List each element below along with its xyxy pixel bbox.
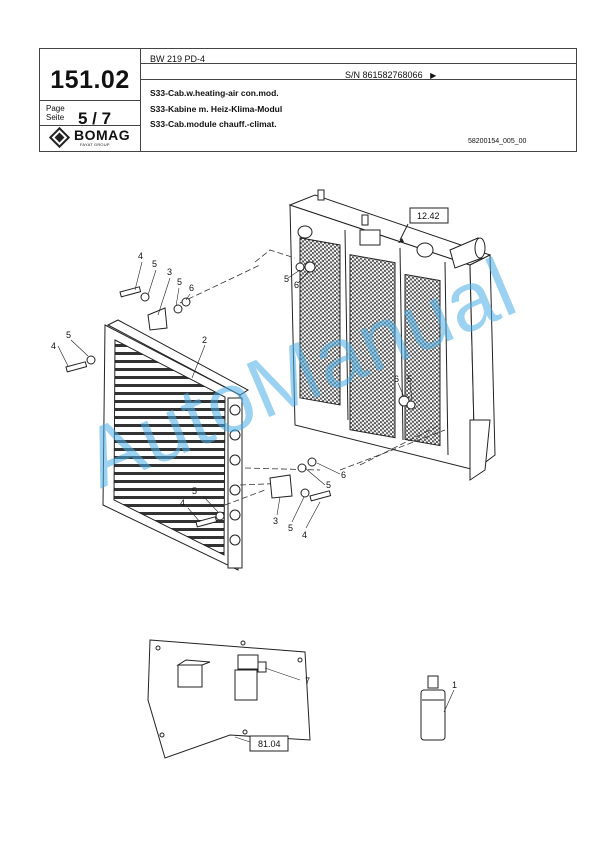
callout-5: 5 [192, 486, 197, 496]
callout-4: 4 [138, 251, 143, 261]
title-block-rule [140, 79, 576, 80]
callout-5: 5 [407, 374, 412, 384]
page-of-count: 5 / 7 [78, 109, 112, 128]
title-block-rule [140, 63, 576, 64]
page-label: Page [46, 104, 65, 113]
ref-81-04: 81.04 [258, 739, 281, 749]
fluid-bottle-part-1 [420, 675, 446, 741]
description-fr: S33-Cab.module chauff.-climat. [150, 119, 277, 129]
callout-3: 3 [167, 267, 172, 277]
title-block-divider [140, 49, 141, 151]
description-de: S33-Kabine m. Heiz-Klima-Modul [150, 104, 283, 114]
callout-5: 5 [66, 330, 71, 340]
bomag-logo: BOMAG FAYAT GROUP [46, 126, 136, 149]
callout-5: 5 [177, 277, 182, 287]
callout-1: 1 [452, 680, 457, 690]
callout-6: 6 [189, 283, 194, 293]
callout-5: 5 [152, 259, 157, 269]
title-block-rule [40, 100, 140, 101]
serial-text: S/N 861582768066 [345, 70, 423, 80]
title-block: 151.02 Page Seite 5 / 7 BOMAG FAYAT GROU… [39, 48, 577, 152]
description-en: S33-Cab.w.heating-air con.mod. [150, 88, 279, 98]
callout-4: 4 [51, 341, 56, 351]
ref-12-42: 12.42 [417, 211, 440, 221]
logo-subtitle: FAYAT GROUP [80, 142, 110, 147]
callout-7: 7 [305, 676, 310, 686]
callout-6: 6 [394, 374, 399, 384]
heating-aircon-module [288, 189, 496, 481]
page-number: 151.02 [50, 66, 130, 94]
document-number: 58200154_005_00 [468, 138, 527, 145]
callout-3: 3 [273, 516, 278, 526]
seite-label: Seite [46, 113, 65, 122]
title-block-rule [40, 125, 140, 126]
callout-5: 5 [288, 523, 293, 533]
next-arrow-icon[interactable]: ▶ [430, 71, 437, 80]
callout-5: 5 [284, 274, 289, 284]
logo-brand: BOMAG [74, 127, 131, 143]
callout-4: 4 [180, 498, 185, 508]
condenser-part-2 [102, 319, 249, 571]
callout-6: 6 [294, 280, 299, 290]
callout-2: 2 [202, 335, 207, 345]
callout-6: 6 [341, 470, 346, 480]
serial-number: S/N 861582768066 ▶ [345, 70, 436, 80]
machine-model: BW 219 PD-4 [150, 54, 206, 64]
callout-5: 5 [326, 480, 331, 490]
callout-4: 4 [302, 530, 307, 540]
